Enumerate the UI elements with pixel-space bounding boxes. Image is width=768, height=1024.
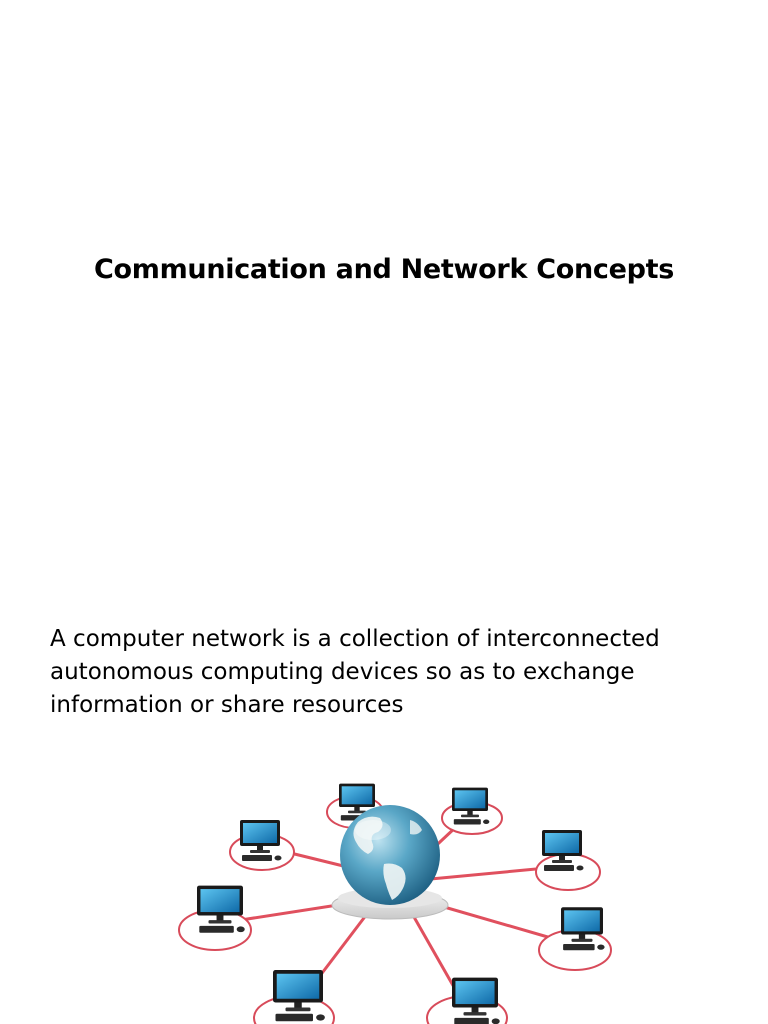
globe-network-icon [331,805,449,920]
network-definition-text: A computer network is a collection of in… [50,626,660,718]
network-illustration [178,783,612,1024]
page-title: Communication and Network Concepts [93,254,675,285]
